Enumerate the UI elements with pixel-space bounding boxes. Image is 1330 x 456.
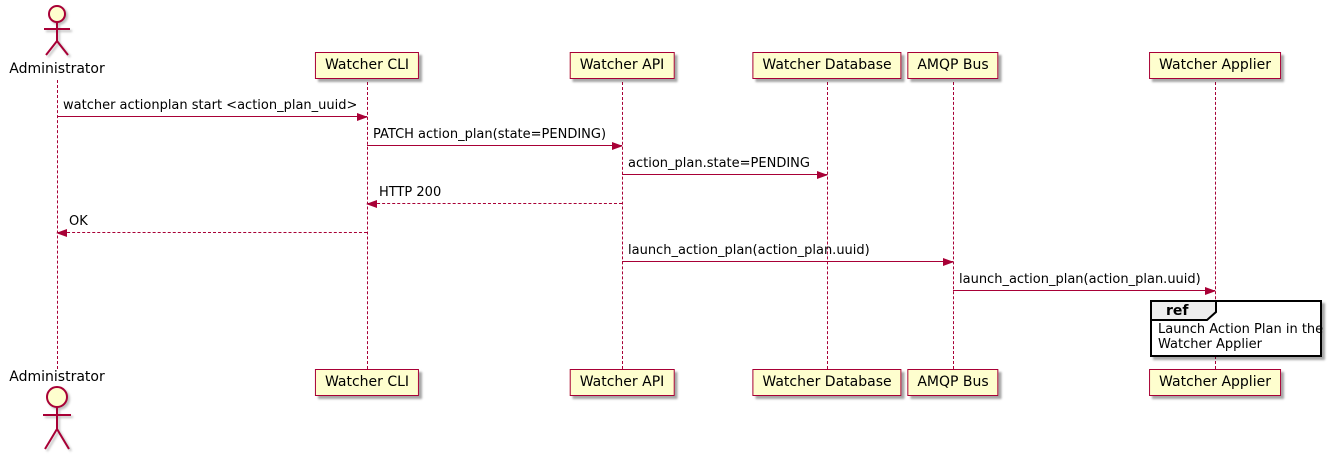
arrowhead-right-icon <box>612 142 623 150</box>
message-line <box>367 145 622 146</box>
message-actionplan-start: watcher actionplan start <action_plan_uu… <box>57 97 368 121</box>
ref-text: Launch Action Plan in the Watcher Applie… <box>1158 322 1323 352</box>
arrowhead-right-icon <box>357 113 368 121</box>
participant-box-watcher-database-top: Watcher Database <box>752 52 902 79</box>
ref-fragment: ref Launch Action Plan in the Watcher Ap… <box>1150 300 1323 357</box>
actor-label-administrator-bottom: Administrator <box>9 369 105 385</box>
participant-box-amqp-bus-bottom: AMQP Bus <box>907 369 999 396</box>
arrowhead-right-icon <box>817 171 828 179</box>
lifeline-amqp-bus <box>953 82 954 369</box>
ref-keyword: ref <box>1166 303 1189 319</box>
arrowhead-right-icon <box>943 258 954 266</box>
message-patch-action-plan: PATCH action_plan(state=PENDING) <box>367 126 623 150</box>
actor-label-administrator-top: Administrator <box>9 61 105 77</box>
participant-box-amqp-bus-top: AMQP Bus <box>907 52 999 79</box>
arrowhead-left-icon <box>366 200 377 208</box>
message-label: watcher actionplan start <action_plan_uu… <box>63 98 358 113</box>
arrowhead-right-icon <box>1205 287 1216 295</box>
ref-text-line1: Launch Action Plan in the <box>1158 322 1324 337</box>
message-label: launch_action_plan(action_plan.uuid) <box>959 272 1201 287</box>
participant-box-watcher-api-bottom: Watcher API <box>569 369 675 396</box>
participant-box-watcher-cli-top: Watcher CLI <box>314 52 420 79</box>
message-ok: OK <box>56 213 367 237</box>
message-line <box>367 203 622 204</box>
message-launch-action-plan-amqp: launch_action_plan(action_plan.uuid) <box>622 242 954 266</box>
lifeline-watcher-cli <box>367 82 368 369</box>
actor-icon-administrator-bottom <box>43 386 71 450</box>
lifeline-administrator <box>57 80 58 369</box>
lifeline-watcher-api <box>622 82 623 369</box>
participant-box-watcher-database-bottom: Watcher Database <box>752 369 902 396</box>
message-state-pending: action_plan.state=PENDING <box>622 155 828 179</box>
ref-header-pentagon <box>1150 300 1217 321</box>
message-http-200: HTTP 200 <box>366 184 622 208</box>
ref-text-line2: Watcher Applier <box>1158 337 1262 352</box>
message-line <box>622 261 953 262</box>
actor-icon-administrator-top <box>44 5 70 56</box>
message-line <box>57 232 367 233</box>
participant-box-watcher-applier-bottom: Watcher Applier <box>1149 369 1281 396</box>
participant-box-watcher-api-top: Watcher API <box>569 52 675 79</box>
message-line <box>622 174 827 175</box>
message-label: HTTP 200 <box>379 185 442 200</box>
message-line <box>953 290 1215 291</box>
message-label: action_plan.state=PENDING <box>628 156 810 171</box>
message-label: launch_action_plan(action_plan.uuid) <box>628 243 870 258</box>
message-label: PATCH action_plan(state=PENDING) <box>373 127 607 142</box>
participant-box-watcher-applier-top: Watcher Applier <box>1149 52 1281 79</box>
message-label: OK <box>69 214 88 229</box>
participant-box-watcher-cli-bottom: Watcher CLI <box>314 369 420 396</box>
arrowhead-left-icon <box>56 229 67 237</box>
message-line <box>57 116 367 117</box>
lifeline-watcher-applier <box>1215 82 1216 369</box>
message-launch-action-plan-applier: launch_action_plan(action_plan.uuid) <box>953 271 1216 295</box>
lifeline-watcher-database <box>827 82 828 369</box>
